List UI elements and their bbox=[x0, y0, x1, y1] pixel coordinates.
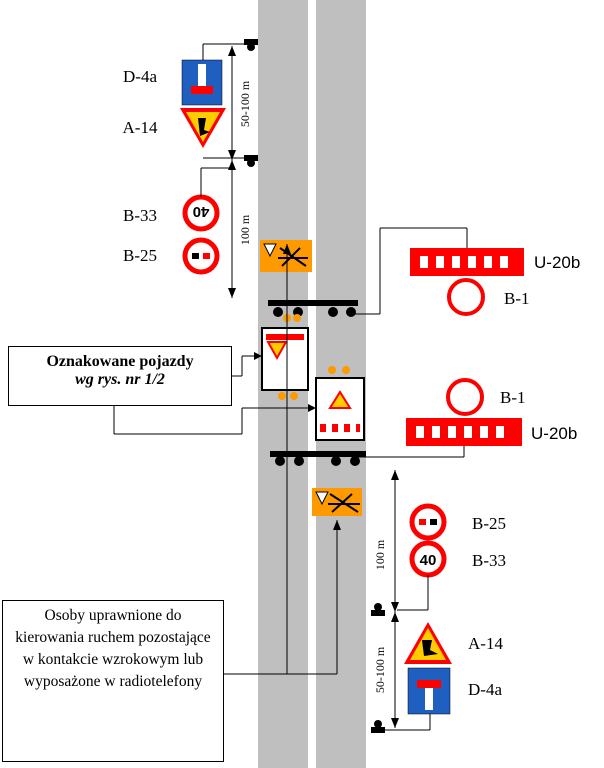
sign-b1-mid-right bbox=[446, 378, 484, 416]
dimension-bottom: 100 m 50-100 m bbox=[373, 470, 399, 728]
barrier-light-top-1 bbox=[244, 39, 258, 51]
label-u20b-mid: U-20b bbox=[531, 424, 577, 443]
sign-b1-top-right bbox=[447, 278, 485, 316]
sign-u20b-top-right bbox=[410, 248, 524, 276]
b33-top-value: 40 bbox=[193, 203, 210, 220]
callout-persons-text: Osoby uprawnione do kierowania ruchem po… bbox=[15, 607, 211, 690]
sign-a14-top bbox=[180, 108, 226, 148]
label-d4a-bottom: D-4a bbox=[468, 680, 502, 699]
barrier-light-bottom-2 bbox=[371, 720, 385, 733]
label-b25-bottom: B-25 bbox=[472, 514, 506, 533]
dimension-top: 50-100 m 100 m bbox=[228, 46, 252, 298]
sign-b25-top bbox=[182, 237, 220, 275]
vehicle-upper bbox=[261, 314, 309, 400]
b33-bottom-value: 40 bbox=[420, 552, 437, 569]
sign-d4a-bottom bbox=[407, 667, 451, 715]
callout-vehicles-ref: wg rys. nr 1/2 bbox=[75, 371, 165, 388]
sign-a14-bottom bbox=[404, 622, 452, 664]
vehicle-lower bbox=[315, 366, 365, 441]
sign-b33-bottom: 40 bbox=[409, 540, 447, 578]
dim-top-100: 100 m bbox=[238, 214, 252, 245]
barrier-mid-bottom bbox=[270, 451, 366, 466]
label-u20b-top: U-20b bbox=[534, 253, 580, 272]
dim-bottom-50-100: 50-100 m bbox=[373, 646, 387, 693]
callout-vehicles-arrows bbox=[113, 352, 316, 435]
work-zone-sign-bottom bbox=[312, 488, 362, 516]
dim-top-50-100: 50-100 m bbox=[238, 80, 252, 127]
label-d4a-top: D-4a bbox=[123, 67, 157, 86]
callout-persons-arrows bbox=[224, 244, 341, 675]
dim-bottom-100: 100 m bbox=[373, 539, 387, 570]
label-b1-top: B-1 bbox=[504, 289, 530, 308]
sign-u20b-mid-right bbox=[406, 418, 522, 446]
pole-top bbox=[202, 43, 245, 60]
callout-persons: Osoby uprawnione do kierowania ruchem po… bbox=[2, 600, 224, 762]
label-b1-mid: B-1 bbox=[500, 388, 526, 407]
label-a14-bottom: A-14 bbox=[468, 634, 503, 653]
barrier-mid-top bbox=[268, 300, 358, 317]
barrier-light-bottom-1 bbox=[371, 603, 385, 616]
label-a14-top: A-14 bbox=[123, 118, 158, 137]
label-b25-top: B-25 bbox=[123, 246, 157, 265]
sign-b33-top: 40 bbox=[182, 194, 220, 232]
label-b33-bottom: B-33 bbox=[472, 551, 506, 570]
sign-d4a-top bbox=[181, 59, 223, 106]
label-b33-top: B-33 bbox=[123, 206, 157, 225]
barrier-light-top-2 bbox=[244, 155, 258, 167]
work-zone-sign-top bbox=[260, 240, 312, 272]
callout-vehicles: Oznakowane pojazdy wg rys. nr 1/2 bbox=[8, 346, 232, 406]
callout-vehicles-title: Oznakowane pojazdy bbox=[46, 353, 194, 370]
sign-b25-bottom bbox=[409, 503, 447, 541]
